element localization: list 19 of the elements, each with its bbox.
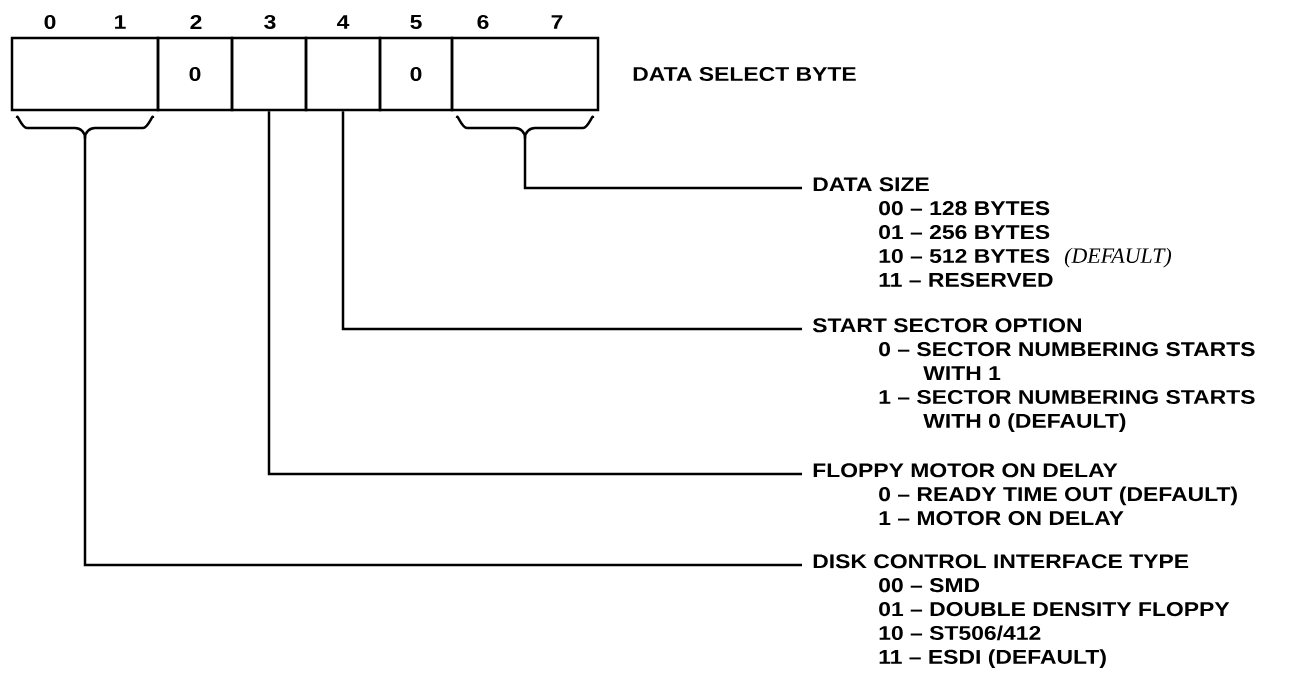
register-cell: 0 <box>378 36 454 112</box>
bit-number: 5 <box>410 15 422 29</box>
leader-line <box>341 111 802 331</box>
option-list: DATA SIZE 00 – 128 BYTES 01 – 256 BYTES 10 – 512 BYTES (DEFAULT) 11 – RESERVED <box>813 177 1172 287</box>
register-cell <box>304 36 382 112</box>
option-list: DISK CONTROL INTERFACE TYPE 00 – SMD 01 – DOUBLE DENSITY FLOPPY 10 – ST506/412 11 – ESDI (DEFAULT) <box>813 554 1230 668</box>
option-list: START SECTOR OPTION 0 – SECTOR NUMBERING STARTS WITH 1 1 – SECTOR NUMBERING STARTS WITH 0 (DEFAULT) <box>812 318 1255 432</box>
bit-number: 2 <box>190 15 202 29</box>
register-cell: 0 <box>156 36 234 112</box>
register-cell <box>10 36 160 112</box>
leader-line <box>267 111 802 476</box>
register-cell <box>230 36 308 112</box>
bit-number: 3 <box>264 14 276 30</box>
bit-number: 4 <box>337 15 350 29</box>
bit-number: 6 <box>477 14 489 30</box>
register-cell <box>450 36 600 112</box>
bit-number: 1 <box>115 15 126 29</box>
register-title: DATA SELECT BYTE <box>633 66 856 82</box>
option-list: FLOPPY MOTOR ON DELAY 0 – READY TIME OUT (DEFAULT) 1 – MOTOR ON DELAY <box>813 463 1237 526</box>
